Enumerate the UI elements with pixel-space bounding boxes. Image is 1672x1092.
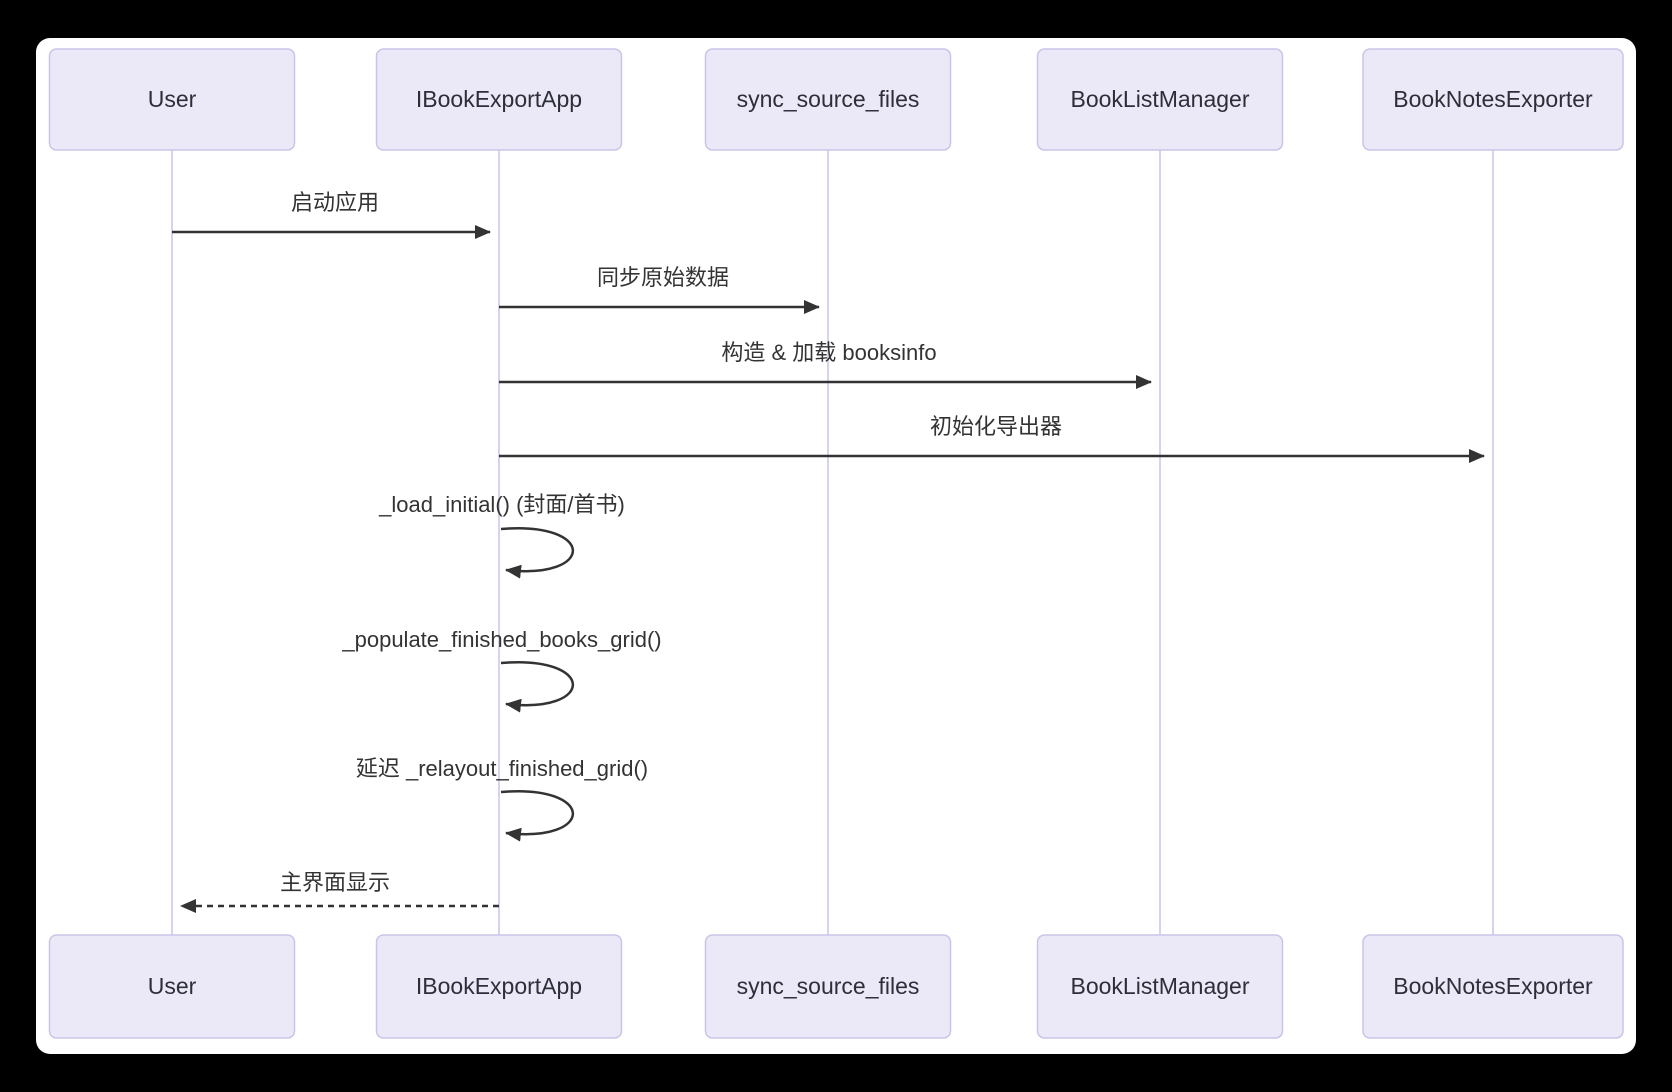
messages: 启动应用 同步原始数据 构造 & 加载 booksinfo 初始化导出器 _lo… — [172, 190, 1485, 913]
participant-label: IBookExportApp — [416, 973, 582, 999]
participant-label: User — [148, 973, 197, 999]
participant-box-top-ibookexportapp — [375, 48, 623, 151]
message-label-8: 主界面显示 — [280, 870, 390, 895]
participant-box-bottom-booknotesexporter — [1362, 934, 1624, 1039]
participant-box-bottom-sync-source-files — [704, 934, 952, 1039]
participant-label: sync_source_files — [737, 973, 920, 999]
message-label-4: 初始化导出器 — [930, 414, 1062, 439]
message-label-3: 构造 & 加载 booksinfo — [721, 340, 936, 365]
participant-box-bottom-booklistmanager — [1036, 934, 1284, 1039]
self-loop-3 — [500, 790, 575, 842]
participant-box-bottom-user — [48, 934, 296, 1039]
participant-label: IBookExportApp — [416, 86, 582, 112]
participant-box-top-booklistmanager — [1036, 48, 1284, 151]
participant-label: sync_source_files — [737, 86, 920, 112]
self-loop-2 — [500, 661, 575, 713]
self-loop-1 — [500, 527, 575, 579]
message-label-7: 延迟 _relayout_finished_grid() — [356, 756, 648, 781]
participant-box-top-user — [48, 48, 296, 151]
message-label-2: 同步原始数据 — [597, 265, 729, 290]
participant-label: BookNotesExporter — [1393, 973, 1593, 999]
participant-label: BookListManager — [1071, 973, 1250, 999]
message-label-1: 启动应用 — [291, 190, 379, 215]
participant-box-top-booknotesexporter — [1362, 48, 1624, 151]
participant-label: BookListManager — [1071, 86, 1250, 112]
message-label-5: _load_initial() (封面/首书) — [378, 492, 625, 517]
participants-top: User IBookExportApp sync_source_files Bo… — [48, 48, 1624, 151]
diagram-canvas — [36, 38, 1636, 1054]
message-label-6: _populate_finished_books_grid() — [341, 627, 661, 652]
participant-box-top-sync-source-files — [704, 48, 952, 151]
participant-box-bottom-ibookexportapp — [375, 934, 623, 1039]
participants-bottom: User IBookExportApp sync_source_files Bo… — [48, 934, 1624, 1039]
participant-label: BookNotesExporter — [1393, 86, 1593, 112]
participant-label: User — [148, 86, 197, 112]
lifelines — [171, 150, 1494, 935]
